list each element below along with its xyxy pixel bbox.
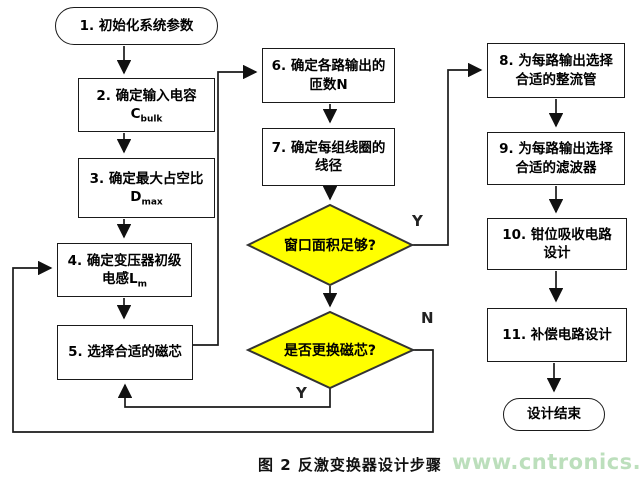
node-step10-line2: 设计 [543,245,571,261]
node-step11-label: 11. 补偿电路设计 [502,326,612,343]
node-step10-line1: 10. 钳位吸收电路 [502,226,612,243]
node-step4-line1: 4. 确定变压器初级 [67,252,182,269]
node-step9-line2: 合适的滤波器 [515,159,597,176]
node-end-label: 设计结束 [527,406,581,423]
node-step7-line1: 7. 确定每组线圈的 [271,139,386,156]
node-step3-symbol: Dmax [130,189,163,208]
watermark-text: www.cntronics.com [452,450,640,474]
figure-caption: 图 2 反激变换器设计步骤 [258,456,442,474]
node-step9-line1: 9. 为每路输出选择 [499,141,613,158]
node-step3-line1: 3. 确定最大占空比 [89,170,204,187]
node-step6: 6. 确定各路输出的 匝数N [262,48,395,103]
node-step5-label: 5. 选择合适的磁芯 [68,344,182,361]
decision2-label: 是否更换磁芯? [283,343,377,359]
node-end: 设计结束 [503,398,605,431]
node-step2-symbol: Cbulk [130,106,163,125]
node-step2: 2. 确定输入电容 Cbulk [78,78,215,132]
node-step8: 8. 为每路输出选择 合适的整流管 [487,43,625,98]
node-step4-line2: 电感Lm [102,271,147,290]
node-step5: 5. 选择合适的磁芯 [57,325,193,380]
edge-label-d2-no: N [421,309,434,327]
edge-label-d1-yes: Y [412,212,423,230]
node-step6-line1: 6. 确定各路输出的 [271,58,386,75]
node-step3: 3. 确定最大占空比 Dmax [78,158,215,218]
node-start-label: 1. 初始化系统参数 [79,17,194,34]
node-step7-line2: 线径 [315,158,342,174]
node-step8-line1: 8. 为每路输出选择 [499,53,613,70]
edge-label-d2-yes: Y [296,384,307,402]
node-step8-line2: 合适的整流管 [515,71,597,88]
decision2-diamond-shape [245,310,416,390]
node-step9: 9. 为每路输出选择 合适的滤波器 [487,132,625,185]
node-step10: 10. 钳位吸收电路 设计 [487,218,627,270]
decision1-label: 窗口面积足够? [283,238,377,254]
node-step6-line2: 匝数N [309,76,348,93]
decision1-diamond-shape [245,203,415,287]
node-step4: 4. 确定变压器初级 电感Lm [57,243,192,297]
node-step11: 11. 补偿电路设计 [487,308,627,362]
node-start: 1. 初始化系统参数 [55,7,218,45]
node-step2-line1: 2. 确定输入电容 [96,87,197,104]
node-step7: 7. 确定每组线圈的 线径 [262,128,395,186]
